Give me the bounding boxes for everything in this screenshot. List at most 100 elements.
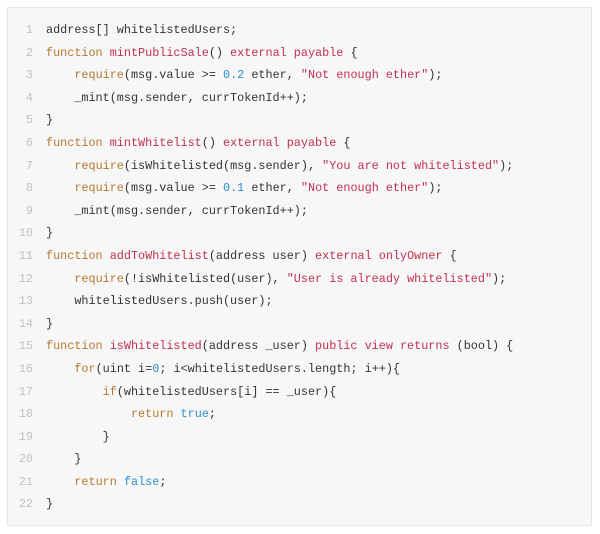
line-source: }: [46, 313, 53, 336]
code-line: 3 require(msg.value >= 0.2 ether, "Not e…: [8, 64, 591, 87]
keyword: return: [74, 474, 117, 489]
code-text: ;: [208, 407, 216, 422]
function-name: isWhitelisted: [109, 339, 202, 354]
line-number: 20: [18, 452, 33, 467]
keyword: require: [74, 271, 124, 286]
function-name: addToWhitelist: [109, 248, 209, 263]
line-number: 22: [18, 497, 33, 512]
code-text: (bool) {: [449, 339, 514, 354]
function-name: mintWhitelist: [109, 135, 202, 150]
number-literal: 0.1: [223, 181, 245, 196]
line-source: function mintWhitelist() external payabl…: [46, 132, 350, 155]
code-text: (whitelistedUsers[i] == _user){: [116, 384, 337, 399]
string-literal: "You are not whitelisted": [322, 158, 500, 173]
boolean-literal: true: [180, 407, 209, 422]
code-text: );: [428, 181, 443, 196]
code-text: whitelistedUsers.push(user);: [46, 294, 273, 309]
line-source: for(uint i=0; i<whitelistedUsers.length;…: [46, 358, 400, 381]
line-source: _mint(msg.sender, currTokenId++);: [46, 87, 308, 110]
code-text: {: [343, 45, 358, 60]
modifier-keyword: external payable: [230, 45, 344, 60]
line-source: require(msg.value >= 0.1 ether, "Not eno…: [46, 177, 443, 200]
line-source: if(whitelistedUsers[i] == _user){: [46, 381, 337, 404]
line-number: 2: [25, 45, 33, 60]
line-source: }: [46, 222, 53, 245]
code-text: [46, 159, 74, 173]
code-line: 12 require(!isWhitelisted(user), "User i…: [8, 268, 591, 291]
line-source: require(!isWhitelisted(user), "User is a…: [46, 268, 506, 291]
code-text: (uint i=: [95, 361, 153, 376]
code-text: (msg.value >=: [123, 68, 224, 83]
line-number: 21: [18, 474, 33, 489]
code-line: 14}: [8, 313, 591, 336]
line-number: 12: [18, 271, 33, 286]
code-text: (): [201, 135, 223, 150]
line-source: address[] whitelistedUsers;: [46, 19, 237, 42]
line-number: 10: [18, 226, 33, 241]
keyword: require: [74, 181, 124, 196]
line-number: 15: [18, 339, 33, 354]
code-line: 1 address[] whitelistedUsers;: [8, 19, 591, 42]
code-text: (!isWhitelisted(user),: [123, 271, 287, 286]
code-text: [117, 475, 124, 489]
code-text: (): [208, 45, 231, 60]
modifier-keyword: external payable: [223, 135, 337, 150]
number-literal: 0: [152, 361, 160, 376]
code-line: 16 for(uint i=0; i<whitelistedUsers.leng…: [8, 358, 591, 381]
line-source: whitelistedUsers.push(user);: [46, 290, 273, 313]
keyword: return: [130, 407, 174, 422]
code-text: {: [442, 248, 457, 263]
code-text: [46, 407, 131, 421]
keyword: function: [46, 248, 110, 263]
code-line: 18 return true;: [8, 403, 591, 426]
keyword: if: [102, 384, 117, 399]
function-name: mintPublicSale: [109, 45, 209, 60]
code-line: 19 }: [8, 426, 591, 449]
code-line: 8 require(msg.value >= 0.1 ether, "Not e…: [8, 177, 591, 200]
line-source: require(msg.value >= 0.2 ether, "Not eno…: [46, 64, 443, 87]
code-text: _mint(msg.sender, currTokenId++);: [46, 90, 308, 105]
string-literal: "Not enough ether": [300, 181, 429, 196]
code-line: 13 whitelistedUsers.push(user);: [8, 290, 591, 313]
line-source: }: [46, 426, 110, 449]
code-text: _mint(msg.sender, currTokenId++);: [46, 203, 308, 218]
code-text: }: [46, 113, 54, 128]
keyword: for: [74, 361, 96, 376]
keyword: require: [74, 68, 124, 83]
line-number: 14: [18, 316, 33, 331]
keyword: function: [46, 45, 110, 60]
keyword: function: [46, 339, 110, 354]
code-text: }: [46, 497, 54, 512]
line-number: 9: [25, 203, 33, 218]
code-text: );: [499, 158, 514, 173]
code-text: [46, 181, 74, 195]
line-source: }: [46, 493, 53, 516]
code-text: );: [428, 68, 443, 83]
code-line: 9 _mint(msg.sender, currTokenId++);: [8, 200, 591, 223]
line-source: return true;: [46, 403, 216, 426]
code-text: [46, 362, 74, 376]
line-number: 18: [18, 407, 33, 422]
line-number: 5: [25, 113, 33, 128]
code-line: 5}: [8, 109, 591, 132]
code-text: }: [46, 429, 110, 444]
code-line: 10}: [8, 222, 591, 245]
code-text: }: [46, 452, 82, 467]
line-number: 16: [18, 361, 33, 376]
code-text: address[] whitelistedUsers;: [46, 23, 238, 37]
code-text: (isWhitelisted(msg.sender),: [123, 158, 323, 173]
code-line: 20 }: [8, 448, 591, 471]
code-text: }: [46, 316, 54, 331]
code-text: (msg.value >=: [123, 181, 224, 196]
code-line: 7 require(isWhitelisted(msg.sender), "Yo…: [8, 155, 591, 178]
code-text: [46, 385, 103, 399]
code-text: (address _user): [201, 339, 316, 354]
line-number: 1: [25, 23, 33, 37]
line-number: 11: [18, 248, 33, 263]
code-text: {: [336, 135, 351, 150]
line-number: 7: [25, 158, 33, 173]
string-literal: "User is already whitelisted": [286, 271, 493, 286]
string-literal: "Not enough ether": [300, 68, 429, 83]
